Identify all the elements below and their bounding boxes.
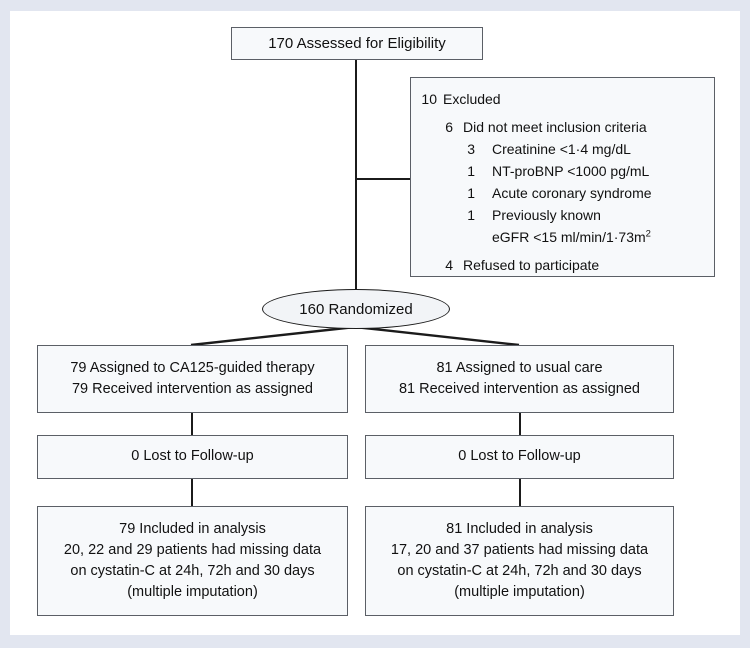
subreason-text: Previously known	[492, 207, 601, 224]
subreason-count: 3	[467, 140, 475, 157]
allocation-line: 81 Received intervention as assigned	[398, 381, 640, 397]
analysis-line: 79 Included in analysis	[119, 520, 266, 537]
node-randomized: 160 Randomized	[262, 289, 450, 329]
analysis-line: (multiple imputation)	[127, 584, 258, 601]
analysis-line: 17, 20 and 37 patients had missing data	[390, 541, 649, 558]
randomized-label: 160 Randomized	[299, 300, 413, 318]
egfr-text: eGFR <15 ml/min/1·73m	[492, 229, 646, 246]
subreason-text: Acute coronary syndrome	[492, 185, 652, 201]
excluded-subreason-previously-known: 1 Previously known	[411, 204, 714, 226]
excluded-subreason-creatinine: 3 Creatinine <1·4 mg/dL	[411, 138, 714, 160]
connector-allocation-to-followup-right	[519, 413, 521, 435]
assessed-label: 170 Assessed for Eligibility	[268, 34, 446, 52]
node-excluded: 10 Excluded 6 Did not meet inclusion cri…	[410, 77, 715, 277]
subreason-text: Creatinine <1·4 mg/dL	[492, 140, 631, 157]
excluded-subreason-ntprobnp: 1 NT-proBNP <1000 pg/mL	[411, 160, 714, 182]
excluded-heading-count: 10	[421, 91, 437, 107]
allocation-line: 81 Assigned to usual care	[436, 359, 603, 376]
excluded-reason-inclusion-criteria: 6 Did not meet inclusion criteria	[411, 116, 714, 138]
connector-randomization-split	[190, 325, 520, 347]
connector-allocation-to-followup-left	[191, 413, 193, 435]
subreason-count: 1	[467, 185, 475, 201]
node-allocation-right: 81 Assigned to usual care 81 Received in…	[365, 345, 674, 413]
allocation-line: 79 Received intervention as assigned	[71, 381, 313, 397]
subreason-text: NT-proBNP <1000 pg/mL	[492, 162, 650, 179]
excluded-subreason-acute-coronary-syndrome: 1 Acute coronary syndrome	[411, 182, 714, 204]
excluded-subreason-egfr-continuation: eGFR <15 ml/min/1·73m2	[411, 226, 651, 248]
excluded-reason-refused: 4 Refused to participate	[411, 254, 714, 276]
analysis-line: 20, 22 and 29 patients had missing data	[63, 541, 322, 558]
reason-count: 6	[445, 118, 453, 135]
egfr-superscript: 2	[645, 228, 651, 240]
followup-line: 0 Lost to Follow-up	[458, 448, 581, 465]
connector-followup-to-analysis-left	[191, 479, 193, 506]
excluded-heading-text: Excluded	[443, 91, 501, 107]
reason-text: Refused to participate	[463, 256, 600, 273]
connector-followup-to-analysis-right	[519, 479, 521, 506]
allocation-line: 79 Assigned to CA125-guided therapy	[70, 359, 315, 376]
node-analysis-left: 79 Included in analysis 20, 22 and 29 pa…	[37, 506, 348, 616]
reason-count: 4	[445, 256, 453, 273]
analysis-line: on cystatin-C at 24h, 72h and 30 days	[70, 563, 315, 579]
connector-eligibility-to-randomized	[355, 60, 357, 290]
analysis-line: on cystatin-C at 24h, 72h and 30 days	[397, 563, 642, 579]
node-analysis-right: 81 Included in analysis 17, 20 and 37 pa…	[365, 506, 674, 616]
diagram-canvas: 170 Assessed for Eligibility 10 Excluded…	[10, 11, 740, 635]
connector-to-excluded-box	[355, 178, 411, 180]
analysis-line: (multiple imputation)	[454, 584, 585, 601]
node-assessed-for-eligibility: 170 Assessed for Eligibility	[231, 27, 483, 60]
node-followup-left: 0 Lost to Follow-up	[37, 435, 348, 479]
analysis-line: 81 Included in analysis	[446, 520, 593, 537]
subreason-count: 1	[467, 207, 475, 224]
reason-text: Did not meet inclusion criteria	[463, 118, 647, 135]
node-followup-right: 0 Lost to Follow-up	[365, 435, 674, 479]
followup-line: 0 Lost to Follow-up	[131, 448, 254, 465]
node-allocation-left: 79 Assigned to CA125-guided therapy 79 R…	[37, 345, 348, 413]
excluded-heading: 10 Excluded	[411, 88, 714, 110]
subreason-count: 1	[467, 162, 475, 179]
